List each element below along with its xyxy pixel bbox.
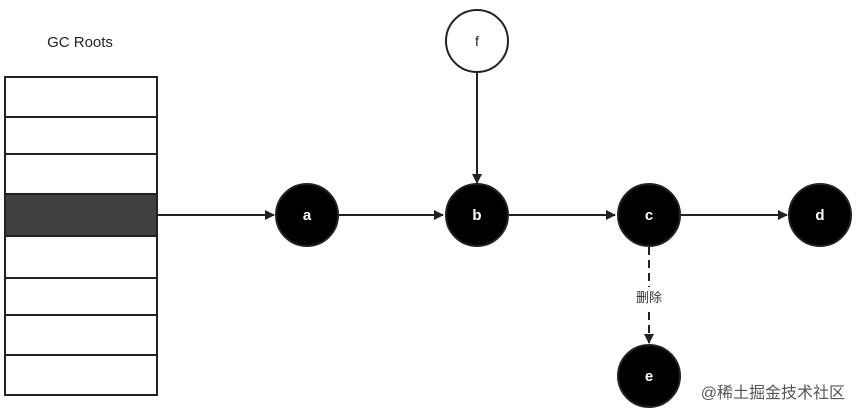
node-f-label: f (475, 33, 479, 49)
node-a-label: a (303, 207, 312, 224)
gc-root-slot-8 (4, 354, 158, 396)
gc-roots-title: GC Roots (47, 34, 113, 51)
gc-root-slot-6 (4, 277, 158, 316)
node-a (275, 183, 339, 247)
gc-root-slot-7 (4, 314, 158, 356)
gc-root-slot-2 (4, 116, 158, 155)
watermark-text: @稀土掘金技术社区 (701, 384, 845, 402)
node-e-label: e (645, 368, 653, 385)
gc-root-slot-3 (4, 153, 158, 195)
node-d-label: d (815, 207, 824, 224)
node-c (617, 183, 681, 247)
gc-root-slot-1 (4, 76, 158, 118)
gc-root-slot-5 (4, 235, 158, 279)
node-d (788, 183, 852, 247)
edge-label-delete: 删除 (636, 290, 662, 305)
gc-root-slot-4-highlighted (4, 193, 158, 237)
node-b-label: b (472, 207, 481, 224)
gc-roots-stack (4, 76, 158, 396)
node-e (617, 344, 681, 408)
node-f (445, 9, 509, 73)
node-c-label: c (645, 207, 653, 224)
node-b (445, 183, 509, 247)
edge-label-bg (628, 287, 670, 307)
